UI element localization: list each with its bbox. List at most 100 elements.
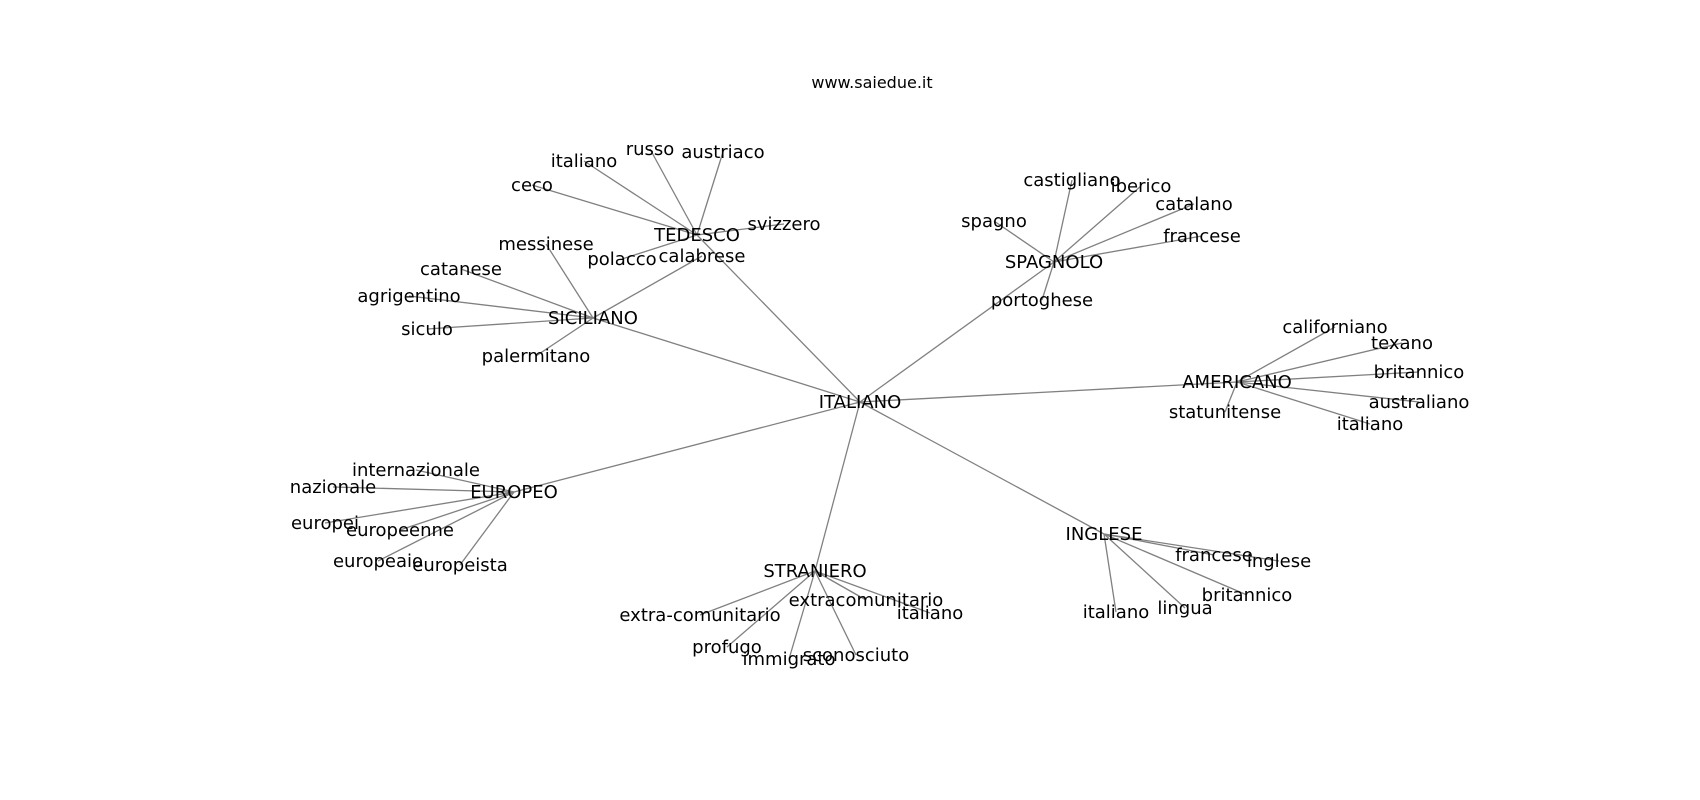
edge-spagnolo-iberico [1053, 185, 1142, 263]
edge-straniero-sconosciuto [814, 570, 857, 656]
node-leaf-straniero-profugo: profugo [692, 637, 762, 658]
edge-americano-californiano [1236, 326, 1336, 383]
node-leaf-siciliano-calabrese: calabrese [659, 246, 746, 267]
edge-spagnolo-portoghese [1041, 261, 1055, 301]
edge-straniero-immigrato [788, 570, 816, 660]
node-leaf-siciliano-catanese: catanese [420, 259, 502, 280]
edge-siciliano-palermitano [535, 317, 594, 357]
edge-siciliano-messinese [545, 243, 594, 319]
node-leaf-europeo-europeista: europeista [412, 555, 507, 576]
edge-inglese-lingua [1103, 533, 1186, 609]
edge-americano-statunitense [1224, 381, 1238, 413]
edge-europeo-europeaio [377, 491, 515, 562]
node-leaf-inglese-inglese: inglese [1247, 551, 1311, 572]
node-leaf-spagnolo-spagno: spagno [961, 211, 1027, 232]
node-leaf-europeo-nazionale: nazionale [290, 477, 376, 498]
node-leaf-spagnolo-francese: francese [1163, 226, 1241, 247]
edge-europeo-europeista [459, 491, 515, 566]
edge-center-spagnolo [859, 261, 1055, 403]
edge-americano-texano [1236, 342, 1403, 383]
node-leaf-siciliano-siculo: siculo [401, 319, 453, 340]
node-leaf-inglese-britannico: britannico [1202, 585, 1293, 606]
node-hub-inglese: INGLESE [1066, 524, 1143, 545]
edge-europeo-europeenne [399, 491, 515, 531]
node-hub-siciliano: SICILIANO [548, 308, 638, 329]
edge-europeo-europei [324, 491, 515, 524]
node-leaf-americano-australiano: australiano [1369, 392, 1470, 413]
edge-siciliano-catanese [460, 268, 594, 319]
edge-straniero-extra-comunitario [699, 570, 816, 616]
node-leaf-inglese-francese: francese [1175, 545, 1253, 566]
node-hub-spagnolo: SPAGNOLO [1005, 252, 1103, 273]
edge-inglese-francese [1103, 533, 1215, 556]
node-leaf-tedesco-austriaco: austriaco [681, 142, 764, 163]
edge-americano-britannico [1236, 371, 1420, 383]
edges-layer [324, 148, 1420, 660]
node-leaf-spagnolo-portoghese: portoghese [991, 290, 1093, 311]
node-leaf-europeo-europei: europei [291, 513, 359, 534]
edge-tedesco-svizzero [696, 223, 785, 236]
node-leaf-tedesco-italiano: italiano [551, 151, 618, 172]
node-leaf-americano-italiano: italiano [1337, 414, 1404, 435]
edge-tedesco-polacco [621, 234, 698, 260]
edge-siciliano-calabrese [592, 255, 703, 319]
edge-center-europeo [513, 401, 861, 493]
node-leaf-americano-statunitense: statunitense [1169, 402, 1281, 423]
edge-tedesco-ceco [531, 184, 698, 236]
edge-tedesco-russo [649, 148, 698, 236]
node-leaf-americano-britannico: britannico [1374, 362, 1465, 383]
edge-center-americano [859, 381, 1238, 403]
node-leaf-americano-texano: texano [1371, 333, 1433, 354]
edge-inglese-italiano [1103, 533, 1117, 613]
edge-center-straniero [814, 401, 861, 572]
node-leaf-straniero-extracomunitario: extracomunitario [789, 590, 944, 611]
node-leaf-inglese-italiano: italiano [1083, 602, 1150, 623]
node-leaf-straniero-italiano: italiano [897, 603, 964, 624]
edge-center-inglese [859, 401, 1105, 535]
edge-europeo-internazionale [415, 469, 515, 493]
node-leaf-straniero-immigrato: immigrato [743, 649, 836, 670]
edge-spagnolo-spagno [993, 220, 1055, 263]
node-leaf-spagnolo-iberico: iberico [1111, 176, 1172, 197]
edge-americano-australiano [1236, 381, 1420, 403]
edge-siciliano-agrigentino [408, 295, 594, 319]
edge-spagnolo-francese [1053, 235, 1203, 263]
node-leaf-americano-californiano: californiano [1282, 317, 1387, 338]
edge-europeo-nazionale [332, 486, 515, 493]
node-center-italiano: ITALIANO [819, 392, 902, 413]
edge-center-tedesco [696, 234, 861, 403]
node-leaf-siciliano-agrigentino: agrigentino [357, 286, 460, 307]
edge-center-siciliano [592, 317, 861, 403]
node-leaf-europeo-europeenne: europeenne [346, 520, 454, 541]
edge-tedesco-austriaco [696, 151, 724, 236]
edge-spagnolo-catalano [1053, 203, 1195, 263]
node-hub-europeo: EUROPEO [470, 482, 558, 503]
node-leaf-siciliano-messinese: messinese [498, 234, 593, 255]
edge-americano-italiano [1236, 381, 1371, 425]
edge-tedesco-italiano [583, 160, 698, 236]
edge-straniero-extracomunitario [814, 570, 867, 601]
edge-straniero-profugo [726, 570, 816, 648]
node-leaf-tedesco-russo: russo [626, 139, 675, 160]
edge-siciliano-siculo [426, 317, 594, 330]
node-leaf-inglese-lingua: lingua [1157, 598, 1212, 619]
node-leaf-europeo-europeaio: europeaio [333, 551, 423, 572]
node-leaf-straniero-sconosciuto: sconosciuto [803, 645, 909, 666]
node-leaf-siciliano-palermitano: palermitano [482, 346, 591, 367]
edge-spagnolo-castigliano [1053, 179, 1073, 263]
edge-straniero-italiano [814, 570, 931, 614]
node-leaf-straniero-extra-comunitario: extra-comunitario [619, 605, 780, 626]
node-hub-americano: AMERICANO [1182, 372, 1292, 393]
edge-inglese-inglese [1103, 533, 1280, 562]
node-leaf-spagnolo-castigliano: castigliano [1023, 170, 1120, 191]
node-leaf-tedesco-ceco: ceco [511, 175, 553, 196]
node-leaf-spagnolo-catalano: catalano [1155, 194, 1232, 215]
node-leaf-tedesco-polacco: polacco [587, 249, 656, 270]
site-title: www.saiedue.it [811, 73, 932, 92]
edge-inglese-britannico [1103, 533, 1248, 596]
node-leaf-tedesco-svizzero: svizzero [747, 214, 820, 235]
node-hub-tedesco: TEDESCO [653, 225, 740, 246]
node-leaf-europeo-internazionale: internazionale [352, 460, 480, 481]
node-hub-straniero: STRANIERO [763, 561, 866, 582]
